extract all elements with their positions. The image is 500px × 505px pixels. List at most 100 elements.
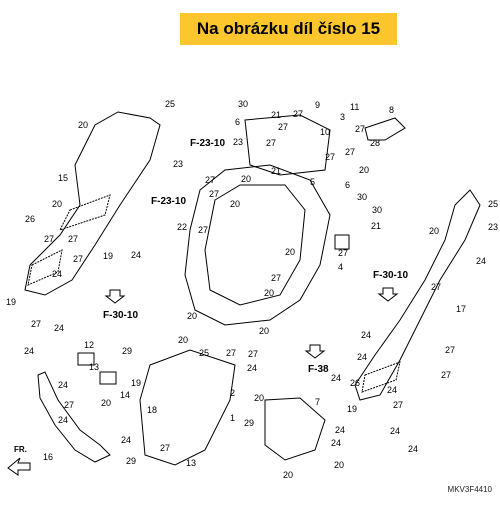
part-label: 19: [347, 404, 357, 414]
part-label: 16: [43, 452, 53, 462]
part-label: 27: [393, 400, 403, 410]
part-label: 24: [331, 373, 341, 383]
left-cover-grille-lower: [27, 249, 63, 286]
left-cover-grille: [59, 194, 111, 231]
part-label: 20: [254, 393, 264, 403]
part-label: 6: [235, 117, 240, 127]
part-label: 20: [187, 311, 197, 321]
part-label: 29: [244, 418, 254, 428]
part-label: 21: [271, 166, 281, 176]
part-label: 20: [78, 120, 88, 130]
part-label: 27: [31, 319, 41, 329]
arrow-down-center: [304, 344, 326, 359]
part-label: 20: [230, 199, 240, 209]
reference-label: F-23-10: [151, 196, 186, 207]
center-tray: [139, 349, 236, 466]
reference-label: F-23-10: [190, 138, 225, 149]
part-label: 3: [340, 112, 345, 122]
reference-label: F-30-10: [103, 310, 138, 321]
part-label: 24: [361, 330, 371, 340]
part-label: 27: [355, 124, 365, 134]
part-12-clip: [77, 352, 95, 366]
part-label: 27: [205, 175, 215, 185]
part-label: 30: [238, 99, 248, 109]
part-label: 27: [325, 152, 335, 162]
part-label: 25: [199, 348, 209, 358]
part-label: 27: [293, 109, 303, 119]
part-label: 18: [147, 405, 157, 415]
part-label: 27: [198, 225, 208, 235]
part-label: 15: [58, 173, 68, 183]
right-bracket: [364, 117, 406, 141]
part-label: 14: [120, 390, 130, 400]
part-label: 8: [389, 105, 394, 115]
part-label: 20: [241, 174, 251, 184]
part-label: 24: [54, 323, 64, 333]
title-banner: Na obrázku díl číslo 15: [180, 13, 397, 45]
part-label: 5: [310, 177, 315, 187]
part-label: 27: [226, 348, 236, 358]
part-label: 30: [357, 192, 367, 202]
part-label: 29: [122, 346, 132, 356]
part-label: 27: [445, 345, 455, 355]
part-label: 20: [264, 288, 274, 298]
part-label: 27: [278, 122, 288, 132]
part-label: 2: [230, 388, 235, 398]
luggage-box-rim: [244, 114, 331, 176]
part-label: 24: [387, 385, 397, 395]
part-label: 24: [247, 363, 257, 373]
part-label: 26: [25, 214, 35, 224]
part-label: 19: [103, 251, 113, 261]
part-label: 20: [429, 226, 439, 236]
part-label: 23: [233, 137, 243, 147]
part-label: 23: [488, 222, 498, 232]
part-label: 27: [345, 147, 355, 157]
arrow-down-right: [377, 287, 399, 302]
direction-marker: FR.: [14, 445, 27, 454]
part-label: 17: [456, 304, 466, 314]
part-label: 27: [271, 273, 281, 283]
part-label: 24: [390, 426, 400, 436]
part-label: 24: [121, 435, 131, 445]
arrow-down-left: [104, 289, 126, 304]
part-4-clip: [334, 234, 350, 250]
part-label: 20: [101, 398, 111, 408]
part-label: 30: [372, 205, 382, 215]
part-label: 24: [476, 256, 486, 266]
part-label: 1: [230, 413, 235, 423]
part-label: 24: [58, 415, 68, 425]
right-side-cover: [354, 189, 481, 401]
part-label: 20: [285, 247, 295, 257]
part-label: 27: [441, 370, 451, 380]
luggage-box-inner: [204, 184, 306, 306]
part-label: 27: [266, 138, 276, 148]
part-label: 20: [283, 470, 293, 480]
part-label: 4: [338, 262, 343, 272]
part-label: 28: [370, 138, 380, 148]
part-label: 21: [371, 221, 381, 231]
part-label: 9: [315, 100, 320, 110]
part-label: 6: [345, 180, 350, 190]
part-label: 27: [338, 248, 348, 258]
part-label: 27: [64, 400, 74, 410]
part-label: 20: [52, 199, 62, 209]
part-label: 24: [52, 269, 62, 279]
part-label: 27: [431, 282, 441, 292]
left-side-cover: [24, 111, 161, 296]
part-label: 7: [315, 397, 320, 407]
part-label: 13: [89, 362, 99, 372]
part-label: 21: [271, 110, 281, 120]
part-label: 20: [259, 326, 269, 336]
part-label: 12: [84, 340, 94, 350]
part-label: 23: [173, 159, 183, 169]
part-label: 24: [131, 250, 141, 260]
part-label: 24: [331, 438, 341, 448]
luggage-box: [184, 164, 331, 326]
reference-label: F-30-10: [373, 270, 408, 281]
part-label: 20: [178, 335, 188, 345]
part-label: 24: [357, 352, 367, 362]
part-label: 22: [177, 222, 187, 232]
part-label: 24: [335, 425, 345, 435]
